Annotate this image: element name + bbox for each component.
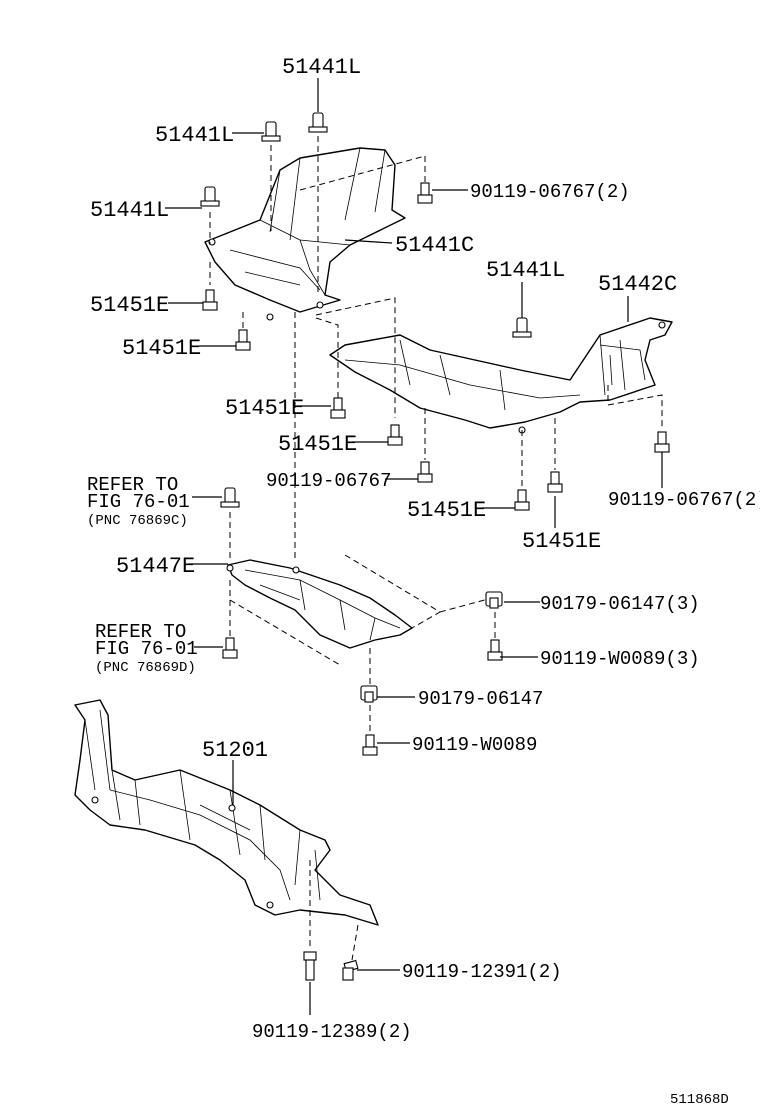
callout-90119-06767-2-top: 90119-06767(2) — [470, 181, 630, 203]
callout-90179-06147-3: 90179-06147(3) — [540, 593, 700, 615]
refer-1-line2: FIG 76-01 — [87, 491, 190, 513]
callout-51441L-top: 51441L — [282, 55, 361, 80]
clip-icon — [220, 487, 240, 508]
callout-90119-W0089-3: 90119-W0089(3) — [540, 648, 700, 670]
bolt-icon — [330, 397, 346, 419]
part-51447E-shield — [226, 559, 413, 649]
refer-2-line3: (PNC 76869D) — [95, 660, 196, 676]
bolt-icon — [417, 182, 433, 204]
refer-2-line1: REFER TO — [95, 621, 186, 643]
callout-51451E-3: 51451E — [225, 396, 304, 421]
callout-90119-06767: 90119-06767 — [266, 470, 391, 492]
part-51201-crossmember — [74, 699, 379, 926]
refer-1-line3: (PNC 76869C) — [87, 513, 188, 529]
callout-51442C: 51442C — [598, 272, 677, 297]
callout-90119-W0089: 90119-W0089 — [412, 734, 537, 756]
bolt-icon — [387, 424, 403, 446]
callout-90179-06147: 90179-06147 — [418, 688, 543, 710]
callout-90119-06767-2-right: 90119-06767(2) — [608, 489, 760, 511]
long-bolt-icon — [303, 951, 317, 981]
part-51441C-shield — [204, 147, 406, 321]
nut-clip-icon — [360, 685, 378, 703]
bolt-icon — [362, 734, 378, 756]
bolt-icon — [487, 639, 503, 661]
bolt-icon — [202, 289, 218, 311]
clip-icon — [261, 121, 281, 142]
callout-51447E: 51447E — [116, 554, 195, 579]
clip-icon — [308, 112, 328, 133]
callout-51451E-6: 51451E — [522, 529, 601, 554]
part-51442C-shield — [329, 317, 673, 434]
clip-icon — [200, 186, 220, 207]
bolt-icon — [342, 959, 359, 981]
bolt-icon — [235, 329, 251, 351]
refer-2-line2: FIG 76-01 — [95, 638, 198, 660]
bolt-icon — [417, 461, 433, 483]
callout-90119-12389-2: 90119-12389(2) — [252, 1021, 412, 1043]
alignment-dashes — [209, 136, 663, 961]
bolt-icon — [547, 471, 563, 493]
diagram-id: 511868D — [670, 1092, 729, 1108]
leader-lines — [165, 78, 663, 1015]
callout-51441L-right: 51441L — [486, 258, 565, 283]
callout-51201: 51201 — [202, 738, 268, 763]
labels: 51441L 51441L 51441L 90119-06767(2) 5144… — [87, 55, 760, 1108]
bolt-icon — [514, 489, 530, 511]
callout-51441L-upper: 51441L — [155, 123, 234, 148]
callout-51451E-5: 51451E — [407, 498, 486, 523]
bolt-icon — [654, 431, 670, 453]
callout-90119-12391-2: 90119-12391(2) — [402, 961, 562, 983]
callout-51451E-4: 51451E — [278, 432, 357, 457]
callout-51441C: 51441C — [395, 233, 474, 258]
bolt-icon — [222, 637, 238, 659]
callout-51451E-1: 51451E — [90, 293, 169, 318]
clip-icon — [512, 317, 532, 338]
callout-51441L-left: 51441L — [90, 198, 169, 223]
nut-clip-icon — [485, 591, 503, 609]
refer-1-line1: REFER TO — [87, 474, 178, 496]
callout-51451E-2: 51451E — [122, 336, 201, 361]
